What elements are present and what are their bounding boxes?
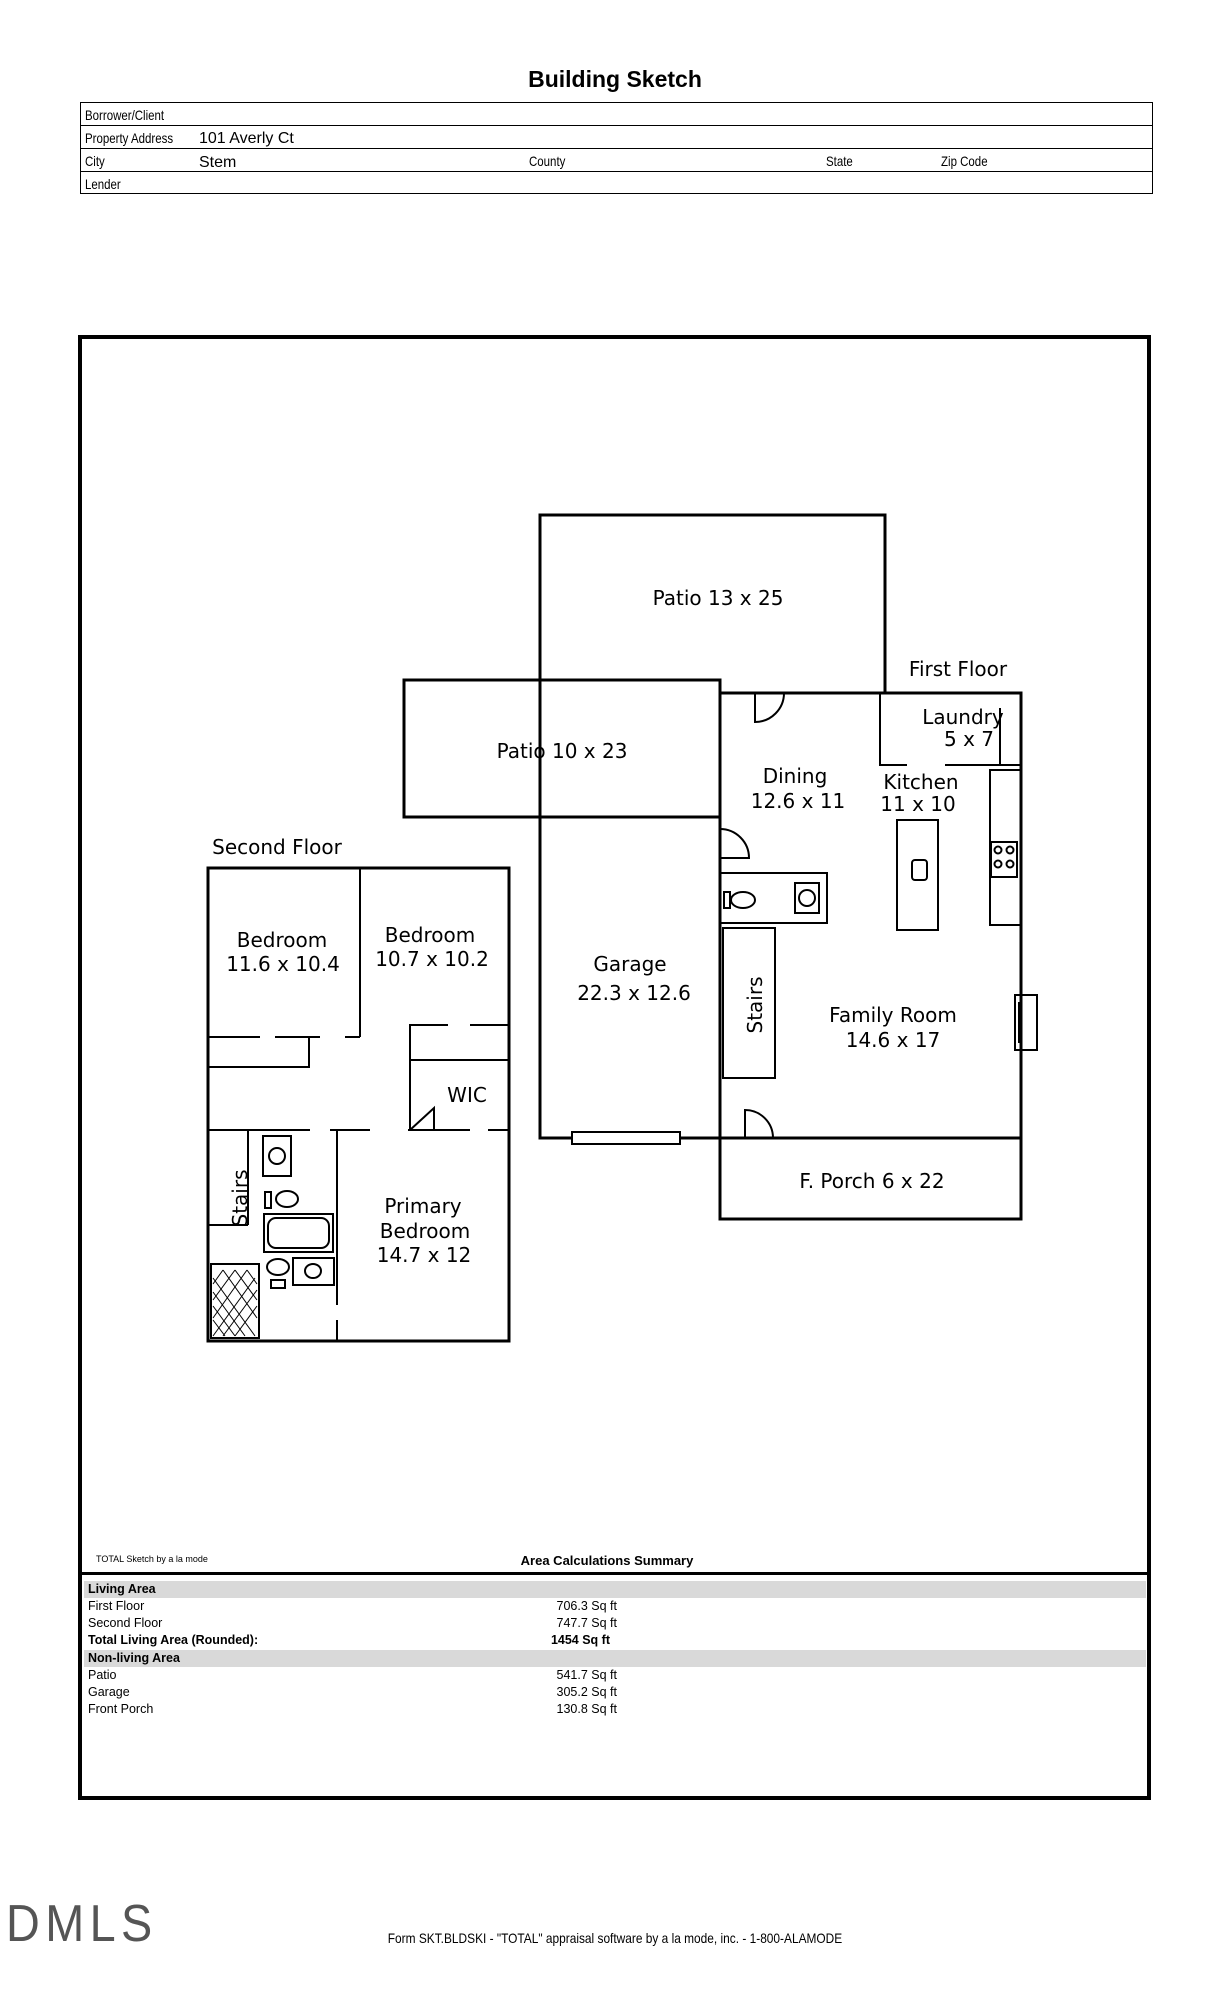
city-label: City	[85, 153, 105, 169]
shower-tile-pattern	[212, 1269, 258, 1337]
second-floor-area-value: 747.7 Sq ft	[556, 1616, 617, 1630]
porch-area-label: Front Porch	[88, 1702, 154, 1716]
primary-bedroom-line1: Primary	[384, 1194, 461, 1218]
porch-outline	[718, 1136, 1023, 1221]
address-label: Property Address	[85, 130, 174, 146]
bedroom2-dims: 10.7 x 10.2	[375, 947, 489, 971]
garage-area-value: 305.2 Sq ft	[556, 1685, 617, 1699]
wic-door	[409, 1105, 435, 1131]
living-area-band	[84, 1581, 1146, 1598]
patio-area-value: 541.7 Sq ft	[556, 1668, 617, 1682]
garage-window	[571, 1131, 681, 1145]
kitchen-dims: 11 x 10	[880, 792, 955, 816]
kitchen-name: Kitchen	[883, 770, 958, 794]
borrower-label: Borrower/Client	[85, 107, 165, 123]
family-room-name: Family Room	[829, 1003, 957, 1027]
first-floor-outline	[718, 691, 1023, 1140]
city-row: City Stem County State Zip Code	[81, 149, 1152, 172]
patio-area-label: Patio	[88, 1668, 117, 1682]
lender-row: Lender	[81, 172, 1152, 195]
zip-label: Zip Code	[941, 153, 988, 169]
kitchen-island	[896, 819, 939, 931]
primary-bedroom-line2: Bedroom	[380, 1219, 470, 1243]
borrower-row: Borrower/Client	[81, 103, 1152, 126]
porch-area-value: 130.8 Sq ft	[556, 1702, 617, 1716]
wic-label: WIC	[447, 1083, 487, 1107]
nonliving-area-heading: Non-living Area	[88, 1651, 180, 1665]
laundry-name: Laundry	[922, 705, 1004, 729]
sketch-credit: TOTAL Sketch by a la mode	[96, 1554, 208, 1564]
toilet-icon-3	[266, 1258, 290, 1276]
vanity-sink-icon-2	[292, 1257, 335, 1286]
patio-upper-outline	[538, 513, 887, 819]
hall-wall-4	[208, 1037, 310, 1068]
county-label: County	[529, 153, 566, 169]
address-row: Property Address 101 Averly Ct	[81, 126, 1152, 149]
laundry-wall	[879, 693, 907, 766]
half-bath	[719, 872, 828, 924]
garage-outline	[538, 815, 722, 1140]
sink-icon	[911, 859, 928, 881]
first-floor-area-label: First Floor	[88, 1599, 145, 1613]
sketch-frame	[78, 335, 1151, 1800]
bath-sink-icon	[794, 882, 820, 914]
form-footer: Form SKT.BLDSKI - "TOTAL" appraisal soft…	[387, 1930, 843, 1946]
fireplace-icon	[1014, 994, 1038, 1051]
second-floor-label: Second Floor	[212, 835, 342, 859]
dining-name: Dining	[763, 764, 828, 788]
wic-wall	[409, 1024, 448, 1130]
door-arc-dining	[754, 692, 785, 724]
toilet-icon-2	[275, 1190, 299, 1208]
garage-dims: 22.3 x 12.6	[577, 981, 691, 1005]
primary-bedroom-dims: 14.7 x 12	[377, 1243, 472, 1267]
porch-label: F. Porch 6 x 22	[799, 1169, 944, 1193]
second-floor-outline	[206, 866, 511, 1343]
bathtub-icon	[263, 1213, 334, 1253]
laundry-dims: 5 x 7	[944, 727, 994, 751]
bedroom1-dims: 11.6 x 10.4	[226, 952, 340, 976]
family-room-dims: 14.6 x 17	[846, 1028, 941, 1052]
state-label: State	[826, 153, 853, 169]
garage-name: Garage	[593, 952, 666, 976]
vanity-sink-icon	[262, 1135, 292, 1177]
patio-upper-label: Patio 13 x 25	[653, 586, 784, 610]
summary-separator	[80, 1572, 1149, 1575]
city-value: Stem	[199, 154, 237, 171]
door-arc-porch	[744, 1108, 774, 1139]
door-arc-garage	[719, 828, 751, 859]
page-title: Building Sketch	[528, 66, 702, 92]
dmls-logo: DMLS	[6, 1895, 158, 1953]
lender-label: Lender	[85, 176, 121, 192]
bedroom1-name: Bedroom	[237, 928, 327, 952]
shower-icon	[210, 1263, 260, 1339]
stairs-first-floor	[722, 927, 776, 1079]
stairs-first-floor-label: Stairs	[743, 977, 767, 1034]
nonliving-area-band	[84, 1650, 1146, 1667]
property-header-table: Borrower/Client Property Address 101 Ave…	[80, 102, 1153, 194]
garage-area-label: Garage	[88, 1685, 130, 1699]
area-summary-title: Area Calculations Summary	[520, 1553, 694, 1568]
second-floor-area-label: Second Floor	[88, 1616, 163, 1630]
total-living-label: Total Living Area (Rounded):	[88, 1633, 259, 1647]
address-value: 101 Averly Ct	[199, 130, 294, 147]
total-living-value: 1454 Sq ft	[550, 1633, 610, 1647]
first-floor-label: First Floor	[909, 657, 1008, 681]
stairs-second-floor-label: Stairs	[228, 1170, 252, 1227]
toilet-icon	[730, 891, 756, 909]
dining-dims: 12.6 x 11	[751, 789, 846, 813]
stove-icon	[990, 841, 1018, 878]
patio-left-label: Patio 10 x 23	[497, 739, 628, 763]
bedroom2-name: Bedroom	[385, 923, 475, 947]
first-floor-area-value: 706.3 Sq ft	[556, 1599, 617, 1613]
living-area-heading: Living Area	[88, 1582, 156, 1596]
